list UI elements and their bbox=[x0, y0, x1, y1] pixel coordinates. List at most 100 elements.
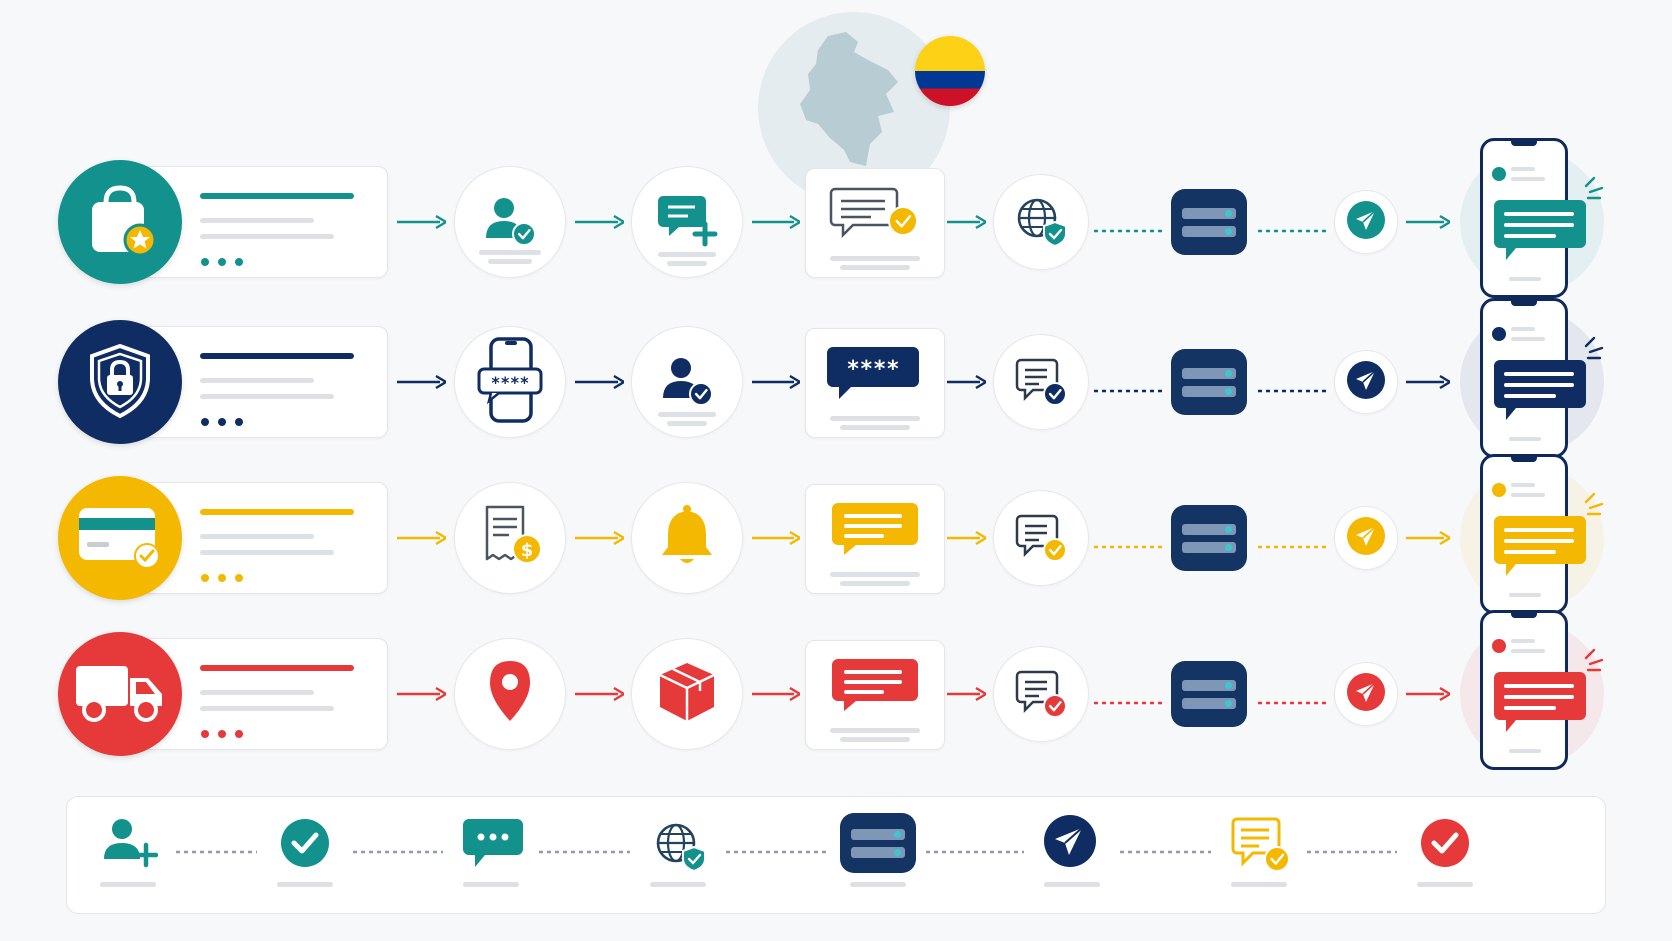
chat-check-icon bbox=[1011, 350, 1071, 415]
phone-line bbox=[1509, 277, 1541, 281]
chat-check-icon bbox=[1011, 506, 1071, 571]
delivery-truck-icon bbox=[72, 652, 168, 737]
phone-password-icon: **** bbox=[475, 335, 545, 430]
row-shopping-step-2-line-2 bbox=[667, 261, 707, 266]
chat-add-icon bbox=[655, 188, 719, 257]
row-delivery-arrow-1 bbox=[397, 686, 448, 702]
legend-item-4-line bbox=[650, 882, 706, 887]
row-security-title-line-2 bbox=[200, 394, 334, 399]
row-shopping-notification-spark bbox=[1584, 174, 1606, 205]
globe-shield-icon bbox=[648, 813, 712, 882]
row-shopping-step-3-line-1 bbox=[830, 256, 920, 261]
legend-item-2-line bbox=[277, 882, 333, 887]
row-payment-step-3-line-2 bbox=[840, 581, 910, 586]
row-payment-arrow-4 bbox=[947, 530, 988, 546]
row-shopping-step-2-line-1 bbox=[658, 252, 716, 257]
chat-check-icon bbox=[1229, 813, 1293, 882]
phone-line bbox=[1511, 639, 1535, 643]
phone-notch bbox=[1511, 301, 1537, 306]
phone-line bbox=[1509, 437, 1541, 441]
message-bubble-icon bbox=[830, 655, 920, 749]
colombia-map-icon bbox=[800, 32, 898, 166]
row-delivery-arrow-5 bbox=[1406, 686, 1452, 702]
row-security-step-4 bbox=[993, 334, 1089, 430]
row-payment-step-1: $ bbox=[454, 482, 566, 594]
user-check-icon bbox=[655, 348, 719, 417]
row-payment-connector-2 bbox=[1258, 536, 1330, 549]
server-icon bbox=[840, 813, 916, 873]
phone-line bbox=[1509, 749, 1541, 753]
phone-avatar bbox=[1492, 639, 1506, 653]
phone-line bbox=[1511, 483, 1535, 487]
send-icon bbox=[1346, 200, 1386, 245]
row-delivery-step-3-line-1 bbox=[830, 728, 920, 733]
row-shopping-step-1 bbox=[454, 166, 566, 278]
row-security-dots bbox=[200, 414, 260, 426]
row-payment-step-4 bbox=[993, 490, 1089, 586]
row-security-arrow-4 bbox=[947, 374, 988, 390]
colombia-flag-icon bbox=[915, 36, 985, 106]
row-security-step-2-line-2 bbox=[667, 421, 707, 426]
row-payment-dots bbox=[200, 570, 260, 582]
phone-line bbox=[1511, 493, 1545, 497]
server-bar bbox=[1182, 207, 1236, 219]
row-payment-arrow-5 bbox=[1406, 530, 1452, 546]
check-circle-icon bbox=[275, 813, 335, 878]
legend-connector-1 bbox=[176, 841, 257, 854]
row-security-arrow-3 bbox=[752, 374, 802, 390]
legend-connector-6 bbox=[1120, 841, 1211, 854]
send-icon bbox=[1346, 360, 1386, 405]
row-delivery-connector-1 bbox=[1094, 692, 1162, 705]
server-icon bbox=[1171, 349, 1247, 415]
row-shopping-step-2 bbox=[631, 166, 743, 278]
row-shopping-title-line-2 bbox=[200, 234, 334, 239]
row-security-step-2 bbox=[631, 326, 743, 438]
row-shopping-step-1-line-1 bbox=[479, 250, 541, 255]
row-delivery-notification-spark bbox=[1584, 646, 1606, 677]
document-chat-check-icon bbox=[827, 183, 923, 277]
message-bubble-icon bbox=[830, 499, 920, 593]
phone-notch bbox=[1511, 141, 1537, 146]
phone-line bbox=[1511, 337, 1545, 341]
send-icon bbox=[1042, 813, 1098, 874]
server-bar bbox=[1182, 225, 1236, 237]
row-payment-step-3-card bbox=[805, 484, 945, 594]
add-user-icon bbox=[98, 813, 159, 878]
phone-line bbox=[1511, 327, 1535, 331]
row-security-step-3-card: **** bbox=[805, 328, 945, 438]
row-payment-connector-1 bbox=[1094, 536, 1162, 549]
row-delivery-title-line-2 bbox=[200, 706, 334, 711]
row-delivery-title-line-1 bbox=[200, 690, 314, 695]
row-security-main-circle bbox=[58, 320, 182, 444]
password-bubble-icon: **** bbox=[825, 343, 925, 437]
svg-text:****: **** bbox=[847, 357, 900, 382]
row-delivery-arrow-3 bbox=[752, 686, 802, 702]
row-payment-arrow-1 bbox=[397, 530, 448, 546]
phone-line bbox=[1511, 649, 1545, 653]
svg-text:$: $ bbox=[521, 540, 534, 561]
location-pin-icon bbox=[480, 657, 540, 732]
phone-line bbox=[1511, 167, 1535, 171]
phone-message-icon bbox=[1494, 670, 1588, 745]
shield-lock-icon bbox=[80, 340, 160, 425]
row-security-step-1: **** bbox=[454, 326, 566, 438]
row-delivery-step-3-line-2 bbox=[840, 737, 910, 742]
row-shopping-arrow-3 bbox=[752, 214, 802, 230]
server-bar bbox=[1182, 679, 1236, 691]
legend-connector-2 bbox=[353, 841, 443, 854]
row-delivery-connector-2 bbox=[1258, 692, 1330, 705]
legend-connector-3 bbox=[539, 841, 630, 854]
row-shopping-connector-2 bbox=[1258, 220, 1330, 233]
row-security-step-3-line-2 bbox=[840, 425, 910, 430]
row-security-connector-2 bbox=[1258, 380, 1330, 393]
legend-item-7-line bbox=[1231, 882, 1287, 887]
row-delivery-step-3-card bbox=[805, 640, 945, 750]
row-delivery-step-1 bbox=[454, 638, 566, 750]
phone-line bbox=[1511, 177, 1545, 181]
row-shopping-arrow-4 bbox=[947, 214, 988, 230]
server-bar bbox=[1182, 367, 1236, 379]
legend-connector-4 bbox=[726, 841, 830, 854]
row-payment-arrow-2 bbox=[575, 530, 626, 546]
row-security-arrow-1 bbox=[397, 374, 448, 390]
